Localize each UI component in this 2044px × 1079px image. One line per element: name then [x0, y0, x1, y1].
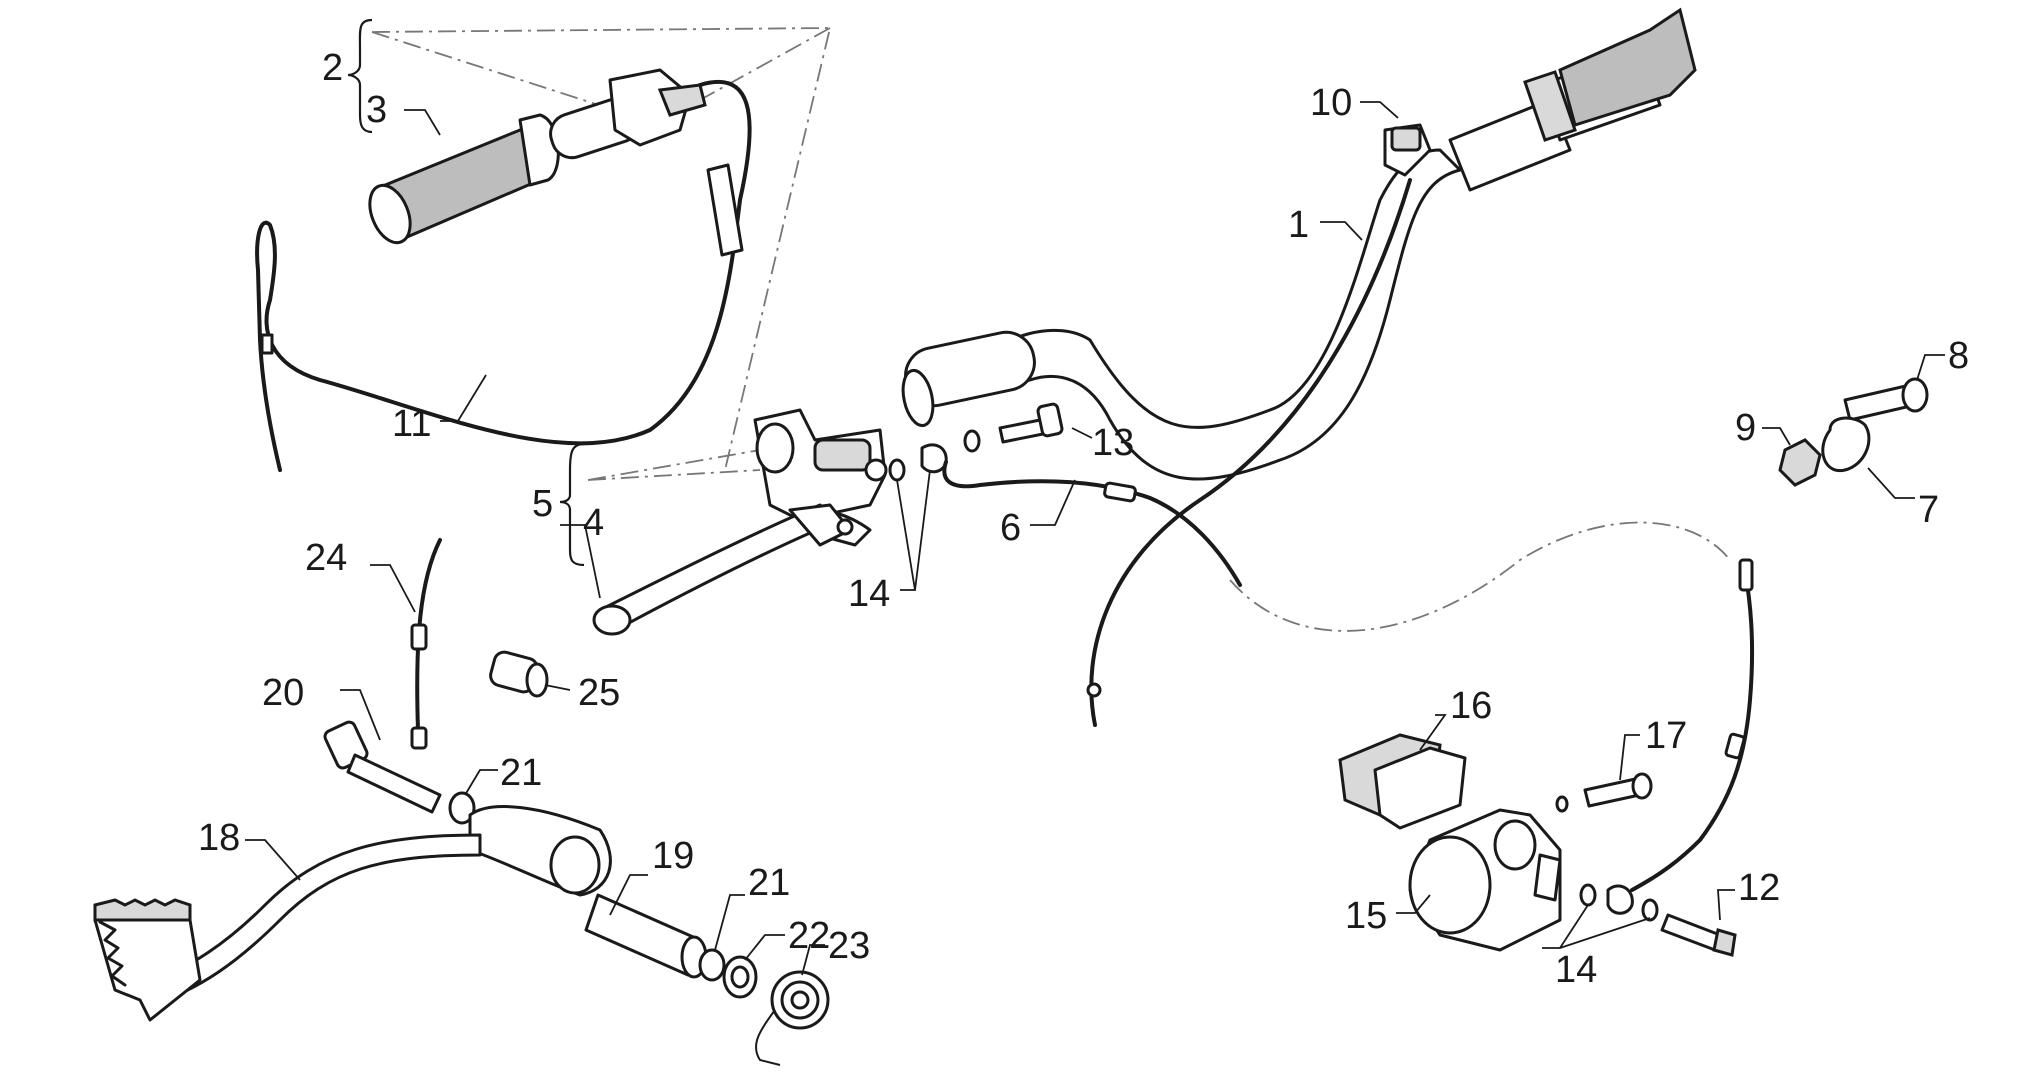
assembly-line-lever: [587, 449, 761, 481]
bushing-25: [489, 650, 549, 698]
bushing-19: [584, 893, 708, 979]
callout-9: 9: [1735, 407, 1756, 449]
bolt-17: [1583, 772, 1653, 808]
callout-25: 25: [578, 672, 620, 714]
callout-10: 10: [1310, 82, 1352, 124]
callout-6: 6: [1000, 507, 1021, 549]
handlebar: [901, 7, 1697, 481]
callout-1: 1: [1288, 204, 1309, 246]
callout-14-bottom: 14: [1555, 949, 1597, 991]
callout-13: 13: [1092, 422, 1134, 464]
banjo-fitting-rear: [1606, 884, 1634, 915]
callout-22: 22: [788, 915, 830, 957]
assembly-line-brake-hose: [1229, 521, 1731, 632]
return-spring-23: [755, 970, 830, 1066]
callout-labels: 1 2 3 4 5 6 7 8 9 10 11 12 13 14 14 15 1…: [198, 47, 1969, 991]
callout-18: 18: [198, 817, 240, 859]
banjo-bolt-13: [998, 402, 1064, 444]
throttle-cable-sleeve: [706, 163, 744, 257]
throttle-cable: [255, 79, 752, 472]
leader-lines: [245, 101, 1945, 976]
callout-2: 2: [322, 47, 343, 89]
washer-13: [963, 429, 981, 453]
callout-7: 7: [1918, 489, 1939, 531]
callout-21-bottom: 21: [748, 862, 790, 904]
bracket-7: [1821, 416, 1871, 473]
bolt-8: [1843, 377, 1929, 422]
callout-16: 16: [1450, 685, 1492, 727]
bolt-20: [323, 720, 442, 814]
callout-20: 20: [262, 672, 304, 714]
callout-11: 11: [392, 403, 431, 445]
brace-4-5: [559, 442, 585, 567]
callout-19: 19: [652, 835, 694, 877]
rear-brake-cable: [415, 538, 442, 732]
callout-3: 3: [366, 89, 387, 131]
front-brake-hose: [942, 460, 1242, 587]
nut-9: [1778, 438, 1822, 487]
washer-14-caliper-left: [1579, 883, 1597, 907]
throttle-grip-assembly: [368, 68, 707, 245]
handlebar-cable: [1089, 178, 1412, 727]
washer-21-bottom: [698, 948, 726, 982]
spacer-22: [722, 955, 758, 999]
rear-caliper-15: [1408, 808, 1562, 952]
washer-17: [1555, 795, 1569, 813]
handlebar-clamp: [1383, 123, 1432, 177]
rear-brake-hose: [1630, 568, 1755, 892]
callout-14-top: 14: [848, 573, 890, 615]
assembly-line-throttle: [371, 27, 832, 471]
callout-4: 4: [583, 502, 604, 544]
callout-12: 12: [1738, 867, 1780, 909]
callout-24: 24: [305, 537, 347, 579]
brake-lever: [592, 503, 854, 636]
callout-8: 8: [1948, 335, 1969, 377]
callout-5: 5: [532, 483, 553, 525]
brake-pedal: [93, 805, 612, 1022]
washer-14-top: [888, 458, 906, 482]
washer-21-top: [448, 791, 476, 825]
callout-23: 23: [828, 925, 870, 967]
callout-15: 15: [1345, 895, 1387, 937]
callout-17: 17: [1645, 715, 1687, 757]
brace-2-3: [347, 18, 373, 134]
bolt-12: [1660, 913, 1737, 957]
washer-14-caliper-right: [1641, 898, 1659, 922]
callout-21-top: 21: [500, 752, 542, 794]
brake-pads-16: [1338, 733, 1467, 830]
